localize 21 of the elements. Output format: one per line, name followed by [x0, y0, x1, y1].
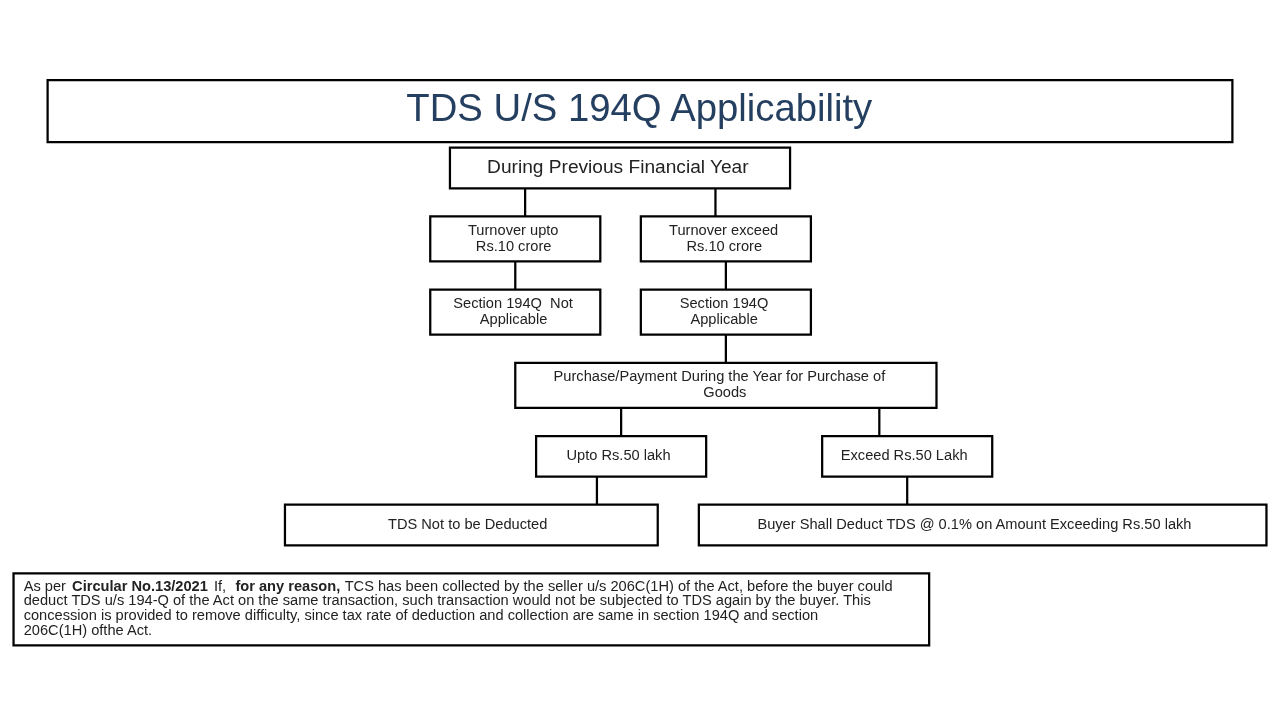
node-box: As per Circular No.13/2021 If, for any reason, TCS has been collected by the seller u/s 206C(1H) of the Act, before the buyer could deduct TDS u/s 194-Q of the Act on the same transaction, such transaction would not be subjected to TDS again by the buyer. This concession is provided to remove difficulty, since tax rate of deduction and collection are same in section 194Q and section 206C(1H) ofthe Act.	[12, 572, 931, 647]
connector	[595, 476, 599, 505]
connector	[524, 188, 527, 217]
connector	[724, 261, 727, 290]
connector	[620, 408, 623, 436]
node-box: Section 194Q Not Applicable	[429, 288, 602, 336]
connector	[514, 261, 517, 290]
diagram-title: TDS U/S 194Q Applicability	[406, 86, 873, 130]
connector	[724, 334, 727, 363]
node-box: Turnover exceed Rs.10 crore	[639, 215, 813, 263]
node-box: Exceed Rs.50 Lakh	[821, 434, 994, 478]
connector	[906, 476, 909, 505]
connector	[714, 188, 717, 217]
node-box: Upto Rs.50 lakh	[535, 434, 708, 478]
node-box: Turnover upto Rs.10 crore	[429, 215, 602, 263]
node-box: During Previous Financial Year	[448, 146, 792, 190]
connector	[878, 408, 881, 436]
node-box: Buyer Shall Deduct TDS @ 0.1% on Amount Exceeding Rs.50 lakh	[697, 503, 1268, 547]
node-box: TDS Not to be Deducted	[283, 503, 659, 547]
node-box: Purchase/Payment During the Year for Purchase of Goods	[514, 361, 938, 409]
node-box: Section 194Q Applicable	[639, 288, 813, 336]
